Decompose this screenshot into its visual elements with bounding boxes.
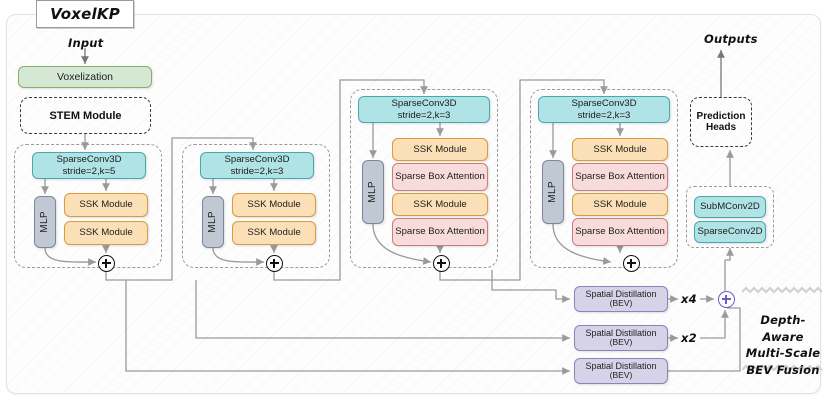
stage-4-layer-3[interactable]: SSK Module	[572, 193, 668, 216]
spatial-distillation-3-line1: Spatial Distillation	[585, 360, 657, 371]
stage-1-sparseconv3d[interactable]: SparseConv3D stride=2,k=5	[32, 152, 146, 179]
fusion-caption-line2: Multi-Scale	[745, 346, 821, 361]
stage-2-sum-node	[266, 255, 283, 272]
spatial-distillation-2-line2: (BEV)	[609, 337, 633, 348]
stage-4-sparseconv3d[interactable]: SparseConv3D stride=2,k=3	[538, 96, 670, 123]
stage-3-layer-3-label: SSK Module	[413, 198, 467, 210]
submconv2d-box[interactable]: SubMConv2D	[694, 196, 766, 218]
stage-4-layer-1[interactable]: SSK Module	[572, 138, 668, 161]
stage-2-layer-2[interactable]: SSK Module	[232, 221, 316, 245]
stage-2-conv-line1: SparseConv3D	[224, 154, 290, 166]
stage-3-layer-4-label: Sparse Box Attention	[395, 226, 485, 238]
stage-3-layer-4[interactable]: Sparse Box Attention	[392, 218, 488, 246]
stage-4-layer-3-label: SSK Module	[593, 198, 647, 210]
stage-3-layer-1[interactable]: SSK Module	[392, 138, 488, 161]
stage-1-layer-2-label: SSK Module	[79, 227, 133, 239]
stage-3-sparseconv3d[interactable]: SparseConv3D stride=2,k=3	[358, 96, 490, 123]
input-label: Input	[68, 36, 104, 50]
squiggle-bottom-decoration	[742, 364, 823, 372]
stage-1-mlp[interactable]: MLP	[34, 196, 56, 248]
stem-module-box[interactable]: STEM Module	[20, 97, 151, 134]
spatial-distillation-1-line1: Spatial Distillation	[585, 288, 657, 299]
prediction-heads-line2: Heads	[705, 122, 736, 133]
fusion-caption-line3: BEV Fusion	[746, 363, 820, 378]
stage-1-conv-line1: SparseConv3D	[56, 154, 122, 166]
stage-3-mlp[interactable]: MLP	[362, 160, 384, 224]
sparseconv2d-label: SparseConv2D	[697, 226, 763, 238]
spatial-distillation-3[interactable]: Spatial Distillation (BEV)	[574, 358, 668, 384]
stage-3-layer-1-label: SSK Module	[413, 143, 467, 155]
stage-2-mlp[interactable]: MLP	[202, 196, 224, 248]
scale-x4-label: x4	[681, 292, 697, 306]
fusion-caption-line1: Depth-Aware	[760, 313, 806, 344]
stage-3-layer-3[interactable]: SSK Module	[392, 193, 488, 216]
stage-3-conv-line1: SparseConv3D	[391, 98, 457, 110]
stage-4-sum-node	[623, 255, 640, 272]
prediction-heads-line1: Prediction	[696, 111, 746, 122]
stage-1-layer-1[interactable]: SSK Module	[64, 193, 148, 217]
stage-2-conv-line2: stride=2,k=3	[230, 165, 284, 177]
fusion-caption: Depth-Aware Multi-Scale BEV Fusion	[740, 312, 826, 379]
spatial-distillation-1-line2: (BEV)	[609, 298, 633, 309]
stage-3-layer-2-label: Sparse Box Attention	[395, 171, 485, 183]
stage-2-layer-2-label: SSK Module	[247, 227, 301, 239]
scale-x2-label: x2	[681, 331, 697, 345]
stage-4-mlp-label: MLP	[547, 181, 559, 203]
voxelization-box[interactable]: Voxelization	[18, 66, 152, 88]
stage-4-layer-1-label: SSK Module	[593, 143, 647, 155]
stage-3-sum-node	[433, 255, 450, 272]
spatial-distillation-3-line2: (BEV)	[609, 370, 633, 381]
stage-3-conv-line2: stride=2,k=3	[397, 109, 451, 121]
stage-4-layer-4-label: Sparse Box Attention	[575, 226, 665, 238]
spatial-distillation-2[interactable]: Spatial Distillation (BEV)	[574, 325, 668, 351]
stage-2-sparseconv3d[interactable]: SparseConv3D stride=2,k=3	[200, 152, 314, 179]
spatial-distillation-2-line1: Spatial Distillation	[585, 327, 657, 338]
squiggle-top-decoration	[742, 286, 823, 294]
page-title: VoxelKP	[50, 5, 120, 23]
stage-1-layer-1-label: SSK Module	[79, 199, 133, 211]
stem-module-label: STEM Module	[49, 109, 122, 122]
fusion-sum-node	[718, 291, 735, 308]
output-label: Outputs	[704, 32, 758, 46]
sparseconv2d-box[interactable]: SparseConv2D	[694, 221, 766, 243]
stage-4-layer-2-label: Sparse Box Attention	[575, 171, 665, 183]
stage-3-mlp-label: MLP	[367, 181, 379, 203]
stage-4-layer-4[interactable]: Sparse Box Attention	[572, 218, 668, 246]
prediction-heads-box[interactable]: Prediction Heads	[690, 97, 752, 147]
stage-2-layer-1-label: SSK Module	[247, 199, 301, 211]
stage-1-sum-node	[98, 255, 115, 272]
stage-4-mlp[interactable]: MLP	[542, 160, 564, 224]
stage-4-conv-line2: stride=2,k=3	[577, 109, 631, 121]
diagram-title-box: VoxelKP	[36, 0, 134, 28]
submconv2d-label: SubMConv2D	[700, 201, 760, 213]
stage-2-layer-1[interactable]: SSK Module	[232, 193, 316, 217]
spatial-distillation-1[interactable]: Spatial Distillation (BEV)	[574, 286, 668, 312]
stage-4-layer-2[interactable]: Sparse Box Attention	[572, 163, 668, 191]
stage-1-conv-line2: stride=2,k=5	[62, 165, 116, 177]
stage-1-layer-2[interactable]: SSK Module	[64, 221, 148, 245]
stage-2-mlp-label: MLP	[207, 211, 219, 233]
voxelization-label: Voxelization	[56, 70, 114, 83]
stage-4-conv-line1: SparseConv3D	[571, 98, 637, 110]
stage-3-layer-2[interactable]: Sparse Box Attention	[392, 163, 488, 191]
conv2d-group	[686, 186, 774, 248]
stage-1-mlp-label: MLP	[39, 211, 51, 233]
